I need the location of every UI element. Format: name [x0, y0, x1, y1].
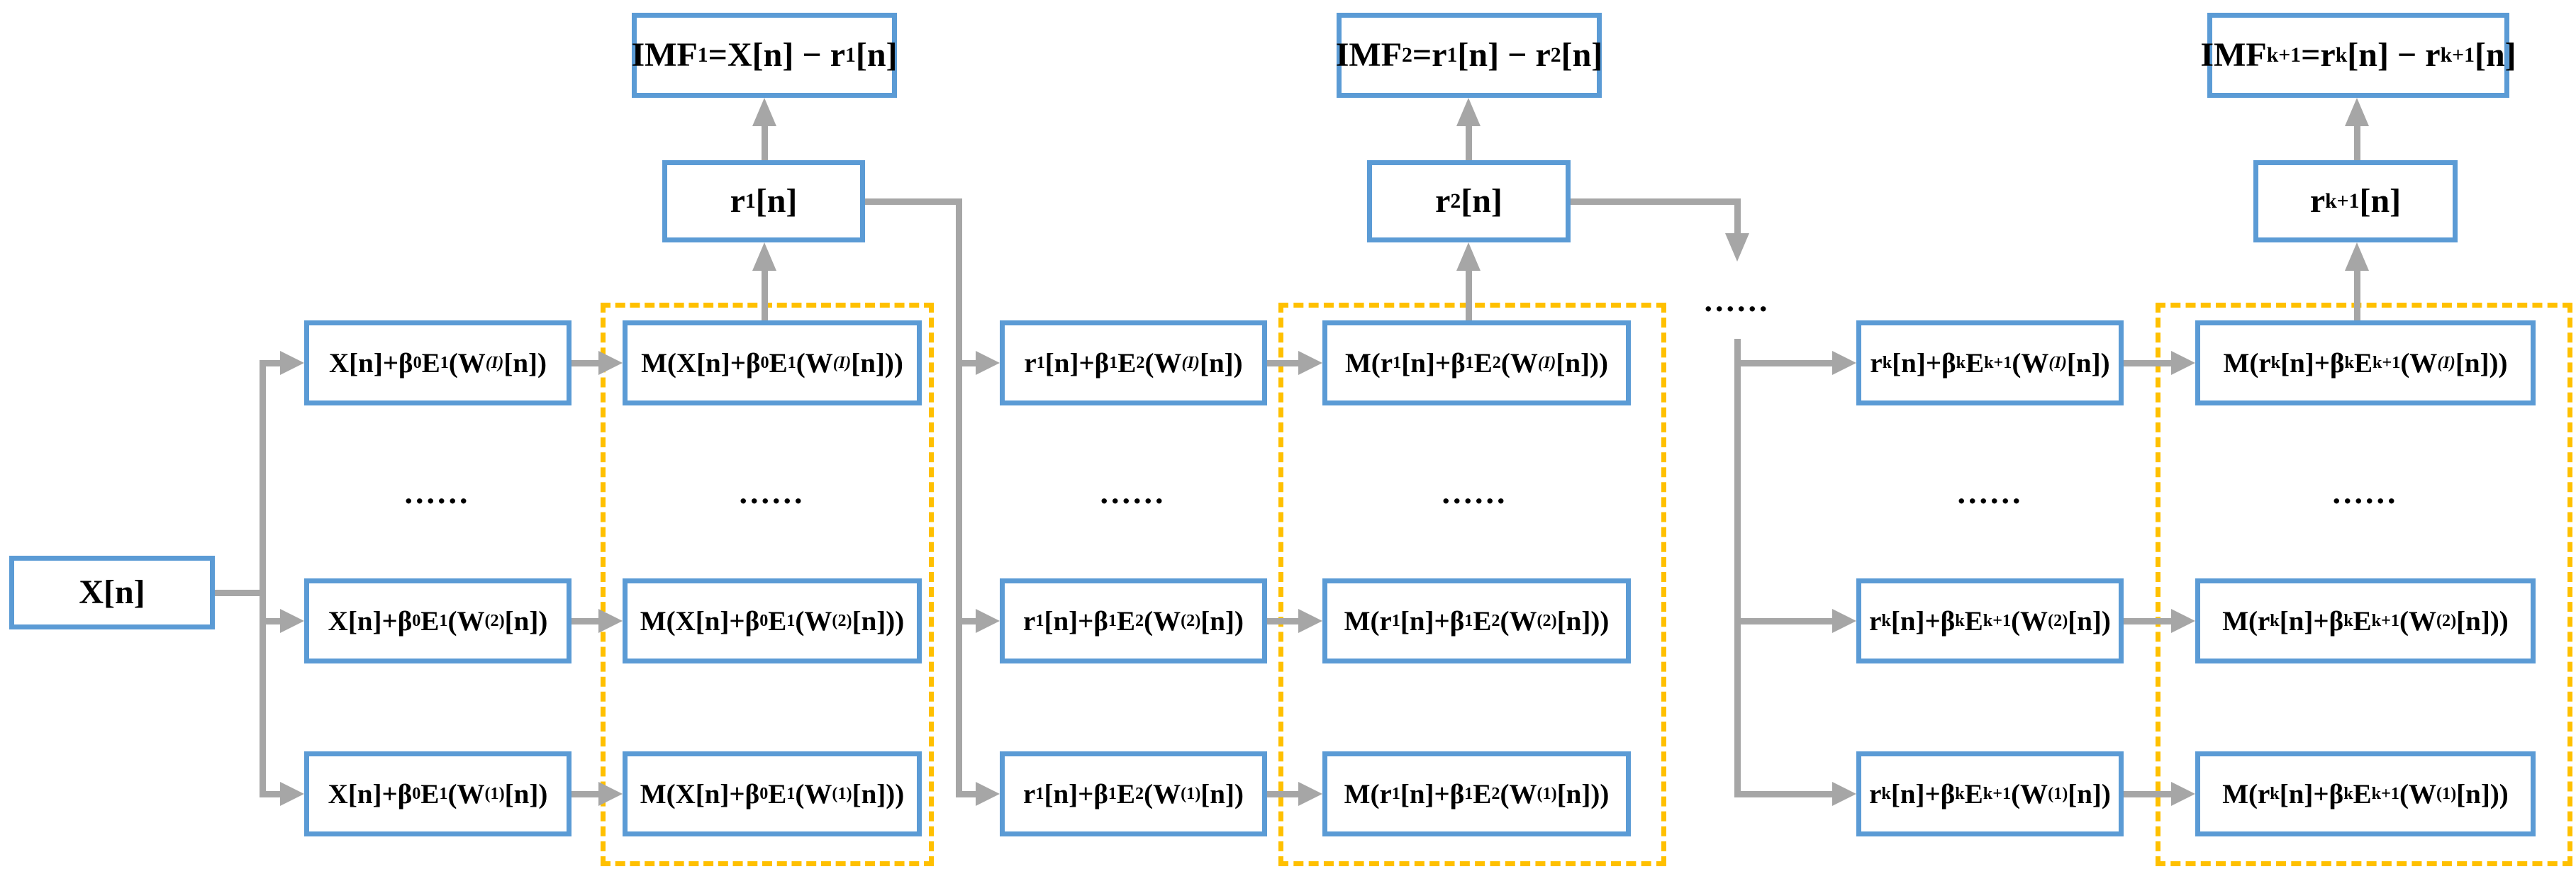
stage2-ensemble-dashed-box: [1278, 303, 1666, 866]
input-signal-box: X[n]: [9, 556, 215, 629]
stage-continuation-dots: ......: [1704, 282, 1771, 318]
branch-arrow: [1832, 782, 1856, 806]
flow-arrow: [598, 782, 623, 806]
branch-line: [260, 791, 284, 797]
flow-line: [2124, 360, 2174, 366]
flow-line: [571, 618, 601, 624]
branch-line: [260, 360, 284, 366]
flow-arrow: [2171, 782, 2195, 806]
column-dots: ......: [2332, 474, 2399, 510]
mean-to-residual-line: [2354, 268, 2360, 320]
flow-arrow: [2171, 351, 2195, 375]
branch-line: [1734, 360, 1838, 366]
flow-line: [1267, 360, 1301, 366]
branch-arrow: [280, 782, 304, 806]
flow-arrow: [1298, 782, 1322, 806]
stage2-branch-line: [956, 198, 962, 797]
branch-arrow: [976, 351, 1000, 375]
column-dots: ......: [1100, 474, 1166, 510]
branch-line: [260, 618, 284, 624]
residual-to-imf-arrow: [2345, 98, 2369, 126]
mean-to-residual-arrow: [2345, 242, 2369, 271]
residual-to-imf-line: [762, 122, 768, 160]
stage3-branch-line: [1734, 339, 1741, 797]
residual2-feed-line: [1571, 198, 1741, 205]
flow-line: [2124, 791, 2174, 797]
branch-arrow: [280, 351, 304, 375]
flow-arrow: [1298, 609, 1322, 633]
flow-arrow: [598, 609, 623, 633]
continuation-line: [1734, 198, 1741, 237]
mean-to-residual-arrow: [752, 242, 776, 271]
residual1-feed-line: [865, 198, 962, 205]
column-dots: ......: [739, 474, 805, 510]
branch-arrow: [1832, 609, 1856, 633]
residual-to-imf-line: [2354, 122, 2360, 160]
residual-to-imf-line: [1466, 122, 1472, 160]
branch-arrow: [1832, 351, 1856, 375]
flow-line: [571, 360, 601, 366]
flow-arrow: [598, 351, 623, 375]
branch-arrow: [976, 609, 1000, 633]
column-dots: ......: [404, 474, 471, 510]
flow-line: [1267, 791, 1301, 797]
flow-line: [1267, 618, 1301, 624]
branch-line: [1734, 791, 1838, 797]
branch-line: [956, 791, 981, 797]
branch-line: [956, 618, 981, 624]
residual-to-imf-arrow: [752, 98, 776, 126]
branch-arrow: [976, 782, 1000, 806]
continuation-arrow-down: [1725, 233, 1749, 262]
column-dots: ......: [1442, 474, 1508, 510]
mean-to-residual-line: [1466, 268, 1472, 320]
residual-to-imf-arrow: [1456, 98, 1481, 126]
stage1-branch-line: [260, 360, 266, 797]
flow-arrow: [1298, 351, 1322, 375]
flow-arrow: [2171, 609, 2195, 633]
branch-arrow: [280, 609, 304, 633]
flow-line: [2124, 618, 2174, 624]
mean-to-residual-arrow: [1456, 242, 1481, 271]
branch-line: [1734, 618, 1838, 624]
flow-line: [571, 791, 601, 797]
mean-to-residual-line: [762, 268, 768, 320]
input-output-line: [215, 590, 262, 596]
branch-line: [956, 360, 981, 366]
stage3-ensemble-dashed-box: [2156, 303, 2572, 866]
column-dots: ......: [1957, 474, 2024, 510]
